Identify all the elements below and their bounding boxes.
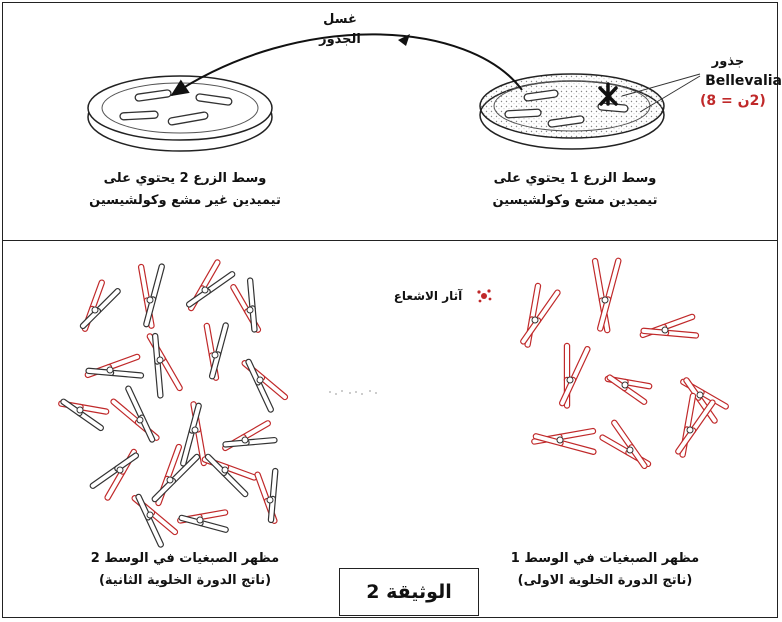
chromosome-medium-2 (150, 336, 180, 395)
chromosome-medium-2 (180, 513, 225, 530)
faint-dots (329, 390, 377, 395)
chromosome-medium-1 (603, 423, 648, 466)
radiation-trace-label: آثار الاشعاع (378, 285, 478, 307)
document-label: الوثيقة 2 (339, 568, 479, 616)
chromosome-medium-1 (523, 286, 557, 345)
chromosome-medium-2 (88, 357, 141, 376)
chromosome-medium-2 (93, 452, 136, 497)
chromosome-medium-2 (233, 281, 258, 330)
chromosomes-medium-1 (523, 261, 725, 466)
chromosome-medium-1 (562, 346, 587, 406)
chromosome-medium-1 (608, 378, 649, 402)
chromosome-medium-2 (207, 326, 226, 378)
chromosomes-medium-2 (61, 263, 285, 545)
chromosome-medium-1 (595, 261, 618, 330)
right-chromosome-caption: مظهر الصبغيات في الوسط 1 (ناتج الدورة ال… (480, 548, 730, 592)
chromosome-medium-2 (155, 447, 197, 503)
chromosome-medium-2 (135, 497, 175, 545)
chromosome-medium-2 (114, 389, 157, 440)
chromosome-count: (2ن = 8) (700, 92, 778, 110)
chromosome-medium-2 (258, 471, 276, 521)
chromosome-medium-1 (678, 396, 712, 455)
petri-dish-2 (88, 76, 272, 151)
chromosome-medium-2 (189, 263, 232, 308)
petri-dish-1 (480, 74, 664, 149)
roots-label: جذور (700, 54, 756, 70)
left-chromosome-caption: مظهر الصبغيات في الوسط 2 (ناتج الدورة ال… (60, 548, 310, 592)
chromosome-medium-2 (61, 402, 106, 428)
chromosome-medium-2 (225, 423, 274, 448)
medium-2-caption: وسط الزرع 2 يحتوي على تيميدين غير مشع وك… (60, 168, 310, 212)
radiation-icon (477, 289, 491, 302)
chromosome-medium-2 (245, 362, 285, 410)
chromosome-medium-2 (205, 457, 254, 494)
medium-1-caption: وسط الزرع 1 يحتوي على تيميدين مشع وكولشي… (450, 168, 700, 212)
chromosome-medium-2 (183, 404, 204, 463)
chromosome-medium-2 (141, 267, 162, 326)
wash-roots-label: غسل الجذور (300, 10, 380, 50)
chromosome-medium-1 (643, 317, 696, 336)
chromosome-medium-2 (83, 283, 118, 329)
chromosome-medium-1 (534, 431, 593, 452)
plant-name: Bellevalia (676, 72, 782, 90)
